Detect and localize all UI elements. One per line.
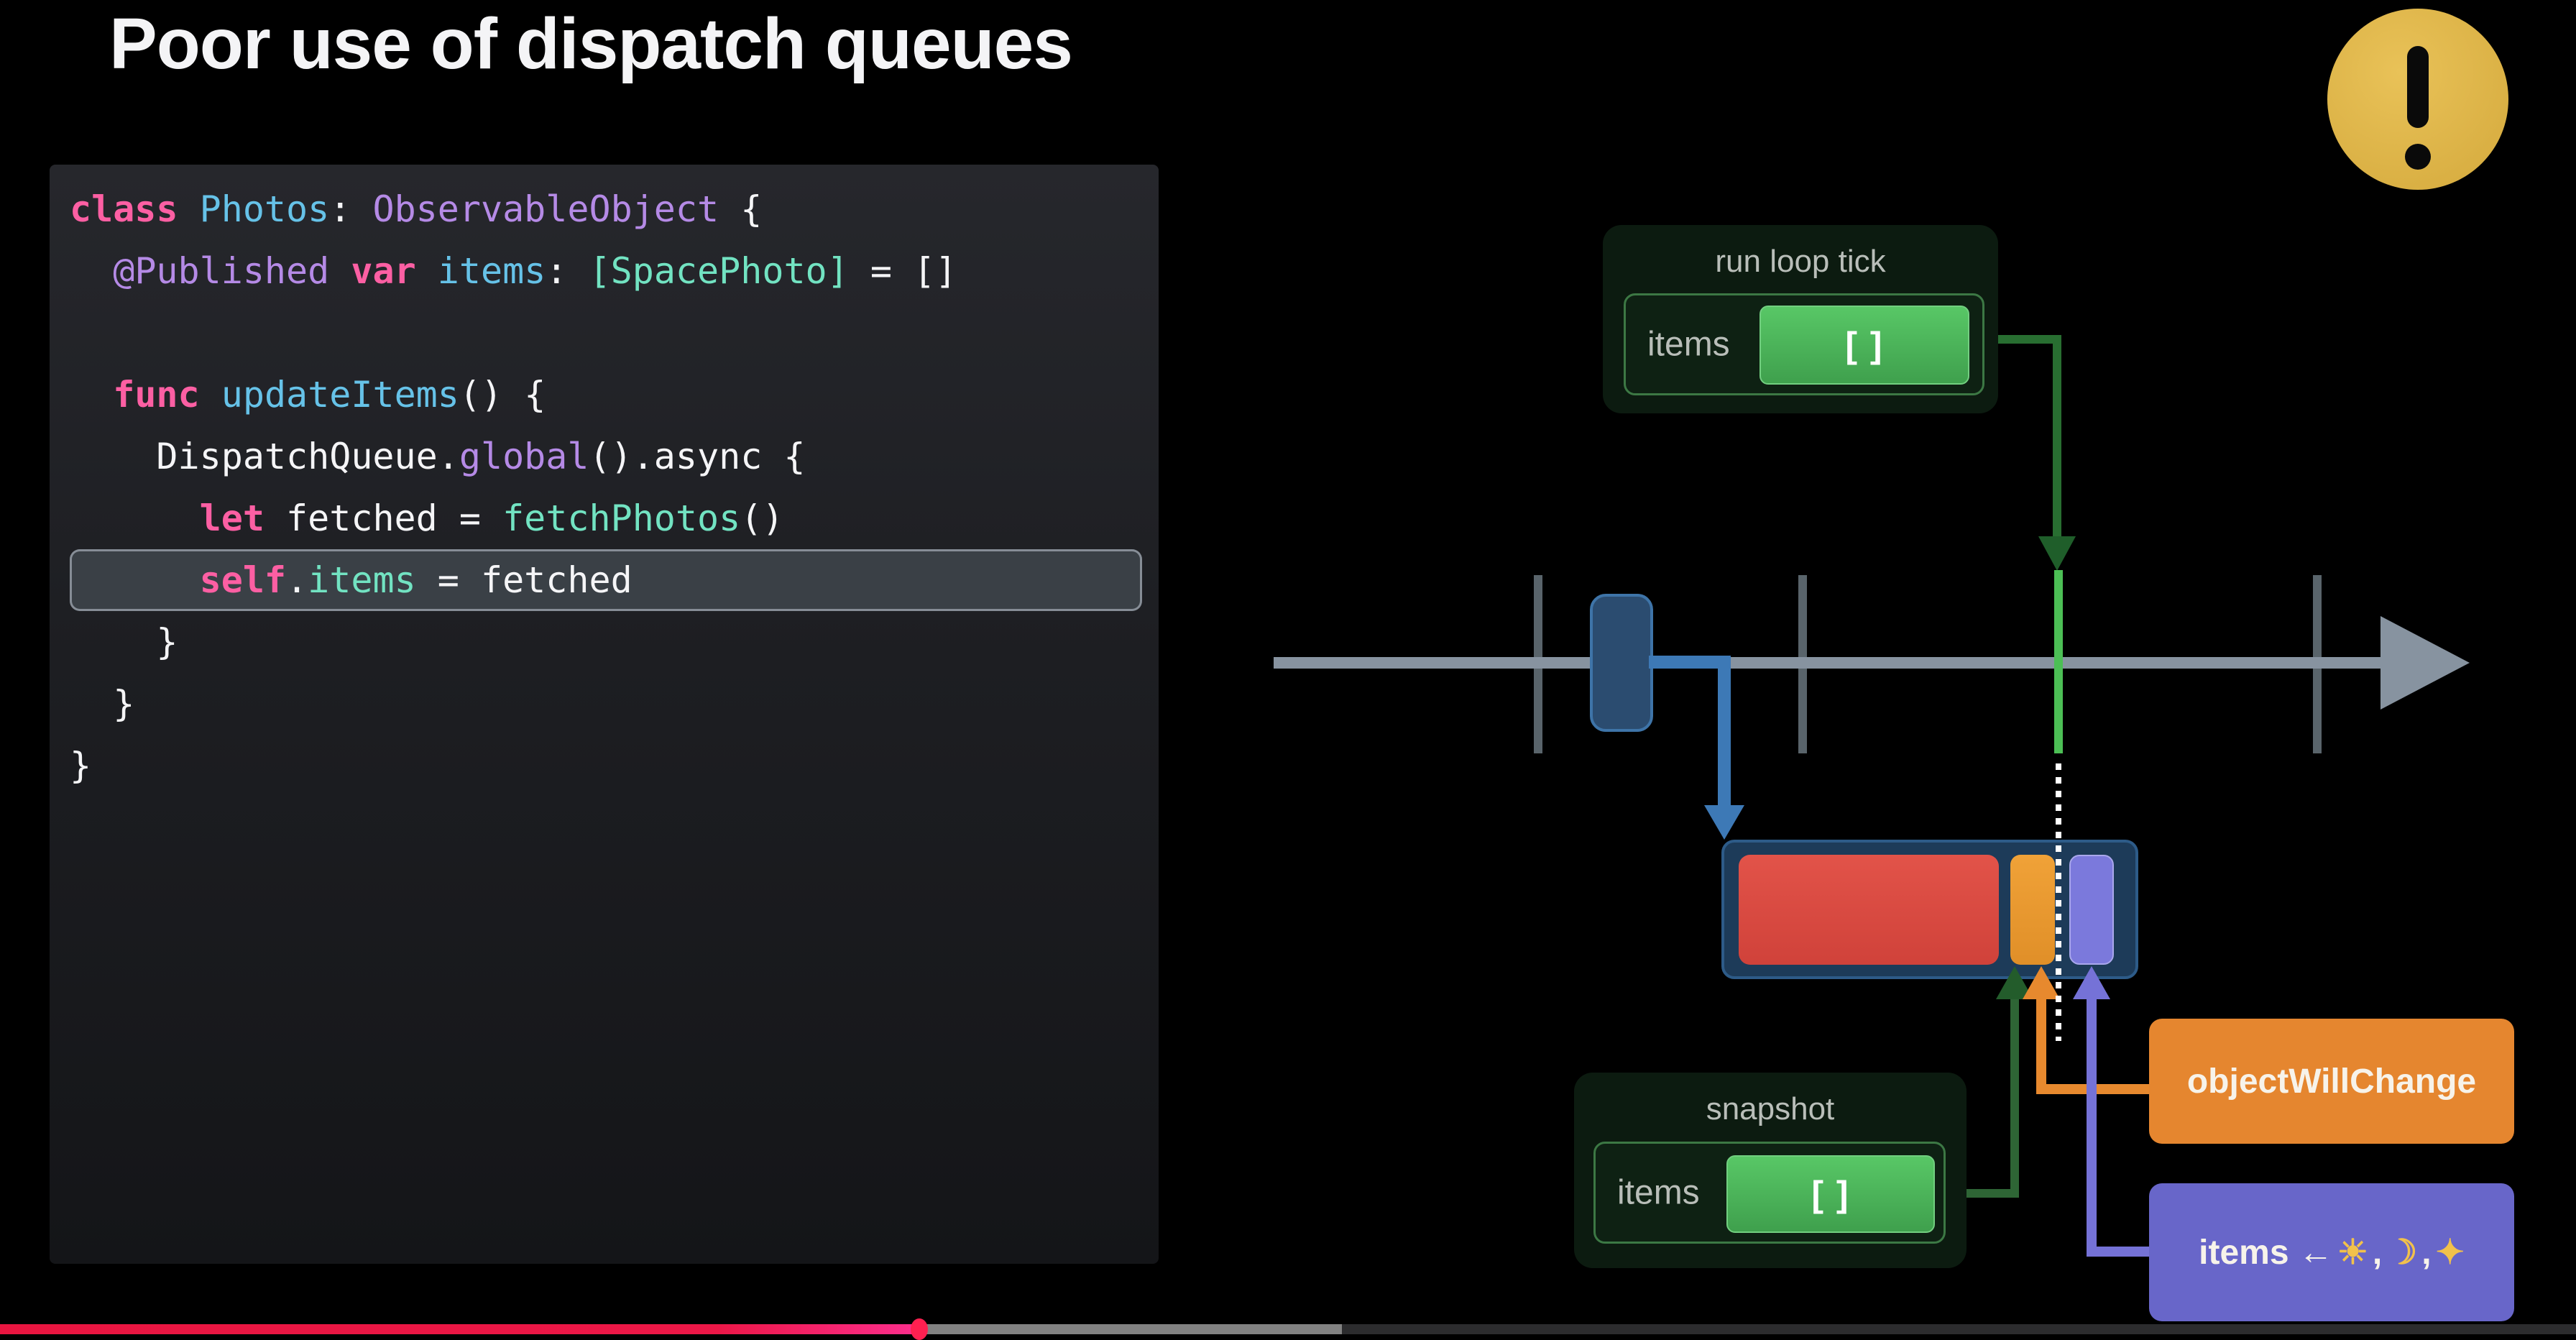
warning-icon (2327, 9, 2508, 190)
code-line: func updateItems() { (113, 374, 546, 416)
sun-icon: ☀ (2337, 1234, 2368, 1272)
items-field-label: items (1647, 325, 1730, 364)
code-block: class Photos: ObservableObject { @Publis… (70, 178, 1142, 797)
items-value-box: [ ] (1760, 306, 1969, 385)
snapshot-items-row: items [ ] (1593, 1142, 1946, 1244)
dispatch-connector-vertical (1718, 656, 1731, 808)
exclamation-bar (2407, 46, 2429, 128)
snapshot-group: snapshot items [ ] (1574, 1073, 1966, 1268)
items-value-box: [ ] (1726, 1155, 1935, 1233)
items-assignment-prefix: items ← (2199, 1233, 2333, 1272)
items-connector-horizontal (2087, 1247, 2149, 1257)
code-line: let fetched = fetchPhotos() (199, 497, 784, 539)
items-value: [ ] (1811, 1174, 1850, 1214)
video-progress-bar[interactable] (0, 1324, 2576, 1334)
purple-arrow-up-icon (2073, 966, 2110, 999)
sparkles-icon: ✦ (2435, 1234, 2465, 1272)
progress-played (0, 1324, 920, 1334)
fetch-work-block (1739, 855, 1999, 965)
code-line: self.items = fetched (70, 549, 1142, 611)
page-title: Poor use of dispatch queues (109, 4, 1073, 84)
green-arrow-down-icon (2038, 536, 2076, 571)
code-panel: class Photos: ObservableObject { @Publis… (50, 165, 1159, 1264)
object-will-change-label: objectWillChange (2186, 1062, 2477, 1101)
items-update-block (2069, 855, 2114, 965)
run-loop-tick-group: run loop tick items [ ] (1603, 225, 1998, 413)
code-line (70, 302, 1142, 364)
timeline-axis (1274, 657, 2380, 669)
code-line: } (70, 683, 135, 725)
object-will-change-block (2010, 855, 2055, 965)
items-assignment-box: items ← ☀ , ☽ , ✦ (2149, 1183, 2514, 1321)
code-line: } (70, 621, 178, 663)
run-loop-tick-marker (2054, 570, 2063, 753)
run-loop-connector-vertical (2053, 335, 2061, 538)
orange-arrow-up-icon (2023, 966, 2060, 999)
background-queue-box (1721, 840, 2138, 979)
timeline-arrowhead-icon (2380, 616, 2470, 710)
owc-connector-vertical (2036, 999, 2046, 1094)
snapshot-label: snapshot (1706, 1091, 1835, 1126)
items-value: [ ] (1845, 325, 1884, 365)
comma-separator: , (2421, 1233, 2432, 1272)
run-loop-tick-label: run loop tick (1715, 244, 1886, 279)
moon-icon: ☽ (2386, 1234, 2418, 1272)
code-line: DispatchQueue.global().async { (70, 436, 806, 477)
progress-buffered (919, 1324, 1343, 1334)
code-line: @Published var items: [SpacePhoto] = [] (113, 250, 957, 292)
object-will-change-box: objectWillChange (2149, 1019, 2514, 1144)
dotted-guide-line (2056, 763, 2061, 1041)
comma-separator: , (2372, 1233, 2383, 1272)
items-connector-vertical (2087, 999, 2097, 1257)
exclamation-dot (2405, 144, 2431, 170)
dispatch-connector-horizontal (1649, 656, 1731, 669)
snapshot-connector-vertical (2010, 999, 2019, 1198)
blue-arrow-down-icon (1704, 805, 1744, 840)
items-field-label: items (1617, 1173, 1700, 1212)
code-line: class Photos: ObservableObject { (70, 188, 763, 230)
code-line: } (70, 745, 92, 786)
playhead-handle[interactable] (911, 1318, 929, 1340)
main-thread-work-block (1590, 594, 1653, 732)
run-loop-tick-items-row: items [ ] (1624, 293, 1984, 395)
